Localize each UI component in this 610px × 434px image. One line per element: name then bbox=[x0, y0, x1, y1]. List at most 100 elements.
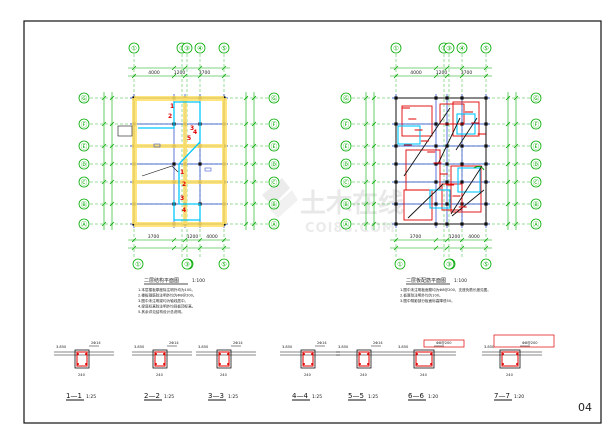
section-width: 240 bbox=[506, 373, 514, 377]
dimension-tick bbox=[444, 73, 450, 79]
axis-label: Ⓒ bbox=[271, 179, 278, 187]
section-elevation: 3.850 bbox=[198, 345, 209, 349]
plan-scale: 1:100 bbox=[192, 278, 205, 284]
axis-bubble bbox=[340, 158, 352, 170]
column bbox=[460, 144, 464, 148]
rebar-dot bbox=[303, 363, 305, 365]
axis-label: ① bbox=[135, 261, 141, 269]
dimension-tick bbox=[363, 121, 369, 127]
beam-section bbox=[152, 349, 168, 369]
stirrup bbox=[76, 351, 88, 367]
axis-bubble bbox=[78, 218, 90, 230]
rebar-dot bbox=[516, 353, 518, 355]
dimension-tick bbox=[363, 221, 369, 227]
axis-bubble bbox=[530, 176, 542, 188]
section-scale: 1:25 bbox=[368, 394, 378, 400]
dimension-text: 1200 bbox=[187, 234, 199, 240]
column bbox=[394, 222, 398, 226]
axis-label: Ⓕ bbox=[271, 121, 278, 129]
dimension-tick bbox=[444, 237, 450, 243]
section-label: 4—4 bbox=[292, 392, 308, 400]
column bbox=[394, 162, 398, 166]
axis-label: ③ bbox=[446, 261, 452, 269]
dimension-tick bbox=[433, 237, 439, 243]
column bbox=[484, 202, 488, 206]
dimension-text: 4000 bbox=[206, 234, 218, 240]
axis-bubble bbox=[268, 140, 280, 152]
section-width: 240 bbox=[220, 373, 228, 377]
axis-label: ⑤ bbox=[483, 261, 489, 269]
rebar-region bbox=[452, 101, 480, 137]
watermark: 土木在线 COI88.COM bbox=[262, 178, 404, 236]
stirrup bbox=[154, 351, 166, 367]
section-label: 3—3 bbox=[208, 392, 224, 400]
slab-outline bbox=[138, 101, 201, 221]
rebar-region bbox=[441, 183, 463, 211]
column bbox=[460, 162, 464, 166]
dimension-tick bbox=[513, 221, 519, 227]
column bbox=[460, 180, 464, 184]
rebar-dot bbox=[359, 363, 361, 365]
beam-band bbox=[134, 144, 224, 148]
column bbox=[484, 180, 488, 184]
dimension-tick bbox=[101, 179, 107, 185]
stirrup bbox=[415, 351, 433, 367]
section-elevation: 3.850 bbox=[282, 345, 293, 349]
dimension-tick bbox=[101, 95, 107, 101]
column bbox=[434, 122, 438, 126]
dimension-tick bbox=[221, 245, 227, 251]
slab-label: 2 bbox=[168, 113, 172, 120]
section-label: 2—2 bbox=[144, 392, 160, 400]
column bbox=[484, 144, 488, 148]
rebar-dot bbox=[303, 353, 305, 355]
dimension-tick bbox=[182, 237, 188, 243]
axis-label: Ⓒ bbox=[343, 179, 350, 187]
dimension-tick bbox=[221, 65, 227, 71]
section-rebar: 2Φ14 bbox=[317, 341, 327, 345]
axis-bubble bbox=[78, 198, 90, 210]
beam-tag bbox=[153, 143, 161, 148]
column bbox=[434, 222, 438, 226]
right-floor-plan: 400012003700370012004000①②③④⑤①②③⑤ⒼⒼⒻⒻⒺⒺⒹ… bbox=[340, 42, 542, 303]
plan-scale: 1:100 bbox=[454, 278, 467, 284]
rebar-dot bbox=[155, 353, 157, 355]
diagonal-rebar bbox=[407, 183, 444, 219]
section-rebar: 2Φ14 bbox=[373, 341, 383, 345]
dimension-tick bbox=[251, 221, 257, 227]
axis-bubble bbox=[443, 42, 455, 54]
beam-section bbox=[300, 349, 316, 369]
section-elevation: 3.850 bbox=[338, 345, 349, 349]
column bbox=[434, 202, 438, 206]
section-elevation: 3.850 bbox=[134, 345, 145, 349]
section-width: 240 bbox=[78, 373, 86, 377]
dimension-tick bbox=[197, 245, 203, 251]
axis-label: ① bbox=[397, 261, 403, 269]
rebar-region-secondary bbox=[397, 125, 421, 145]
rebar-dot bbox=[367, 363, 369, 365]
axis-label: ④ bbox=[459, 45, 465, 53]
dimension-tick bbox=[393, 245, 399, 251]
section-rebar: 2Φ14 bbox=[91, 341, 101, 345]
axis-label: Ⓖ bbox=[81, 95, 88, 103]
dimension-tick bbox=[363, 161, 369, 167]
rebar-dot bbox=[502, 363, 504, 365]
stirrup bbox=[302, 351, 314, 367]
plan-note: 1.图中未注明板面筋均为Φ8@200，支座负筋长度见图。 bbox=[400, 287, 491, 292]
dimension-tick bbox=[393, 65, 399, 71]
column bbox=[484, 122, 488, 126]
axis-label: Ⓓ bbox=[533, 161, 540, 169]
diagonal-rebar bbox=[437, 117, 461, 165]
axis-bubble bbox=[78, 158, 90, 170]
axis-label: Ⓐ bbox=[533, 221, 540, 229]
dimension-text: 1200 bbox=[436, 70, 448, 76]
column bbox=[394, 96, 398, 100]
plan-note: 1.本层楼板厚度除注明外均为100。 bbox=[138, 287, 195, 292]
dimension-tick bbox=[363, 179, 369, 185]
outer-wall bbox=[133, 97, 225, 225]
axis-bubble bbox=[78, 118, 90, 130]
section-scale: 1:20 bbox=[428, 394, 438, 400]
